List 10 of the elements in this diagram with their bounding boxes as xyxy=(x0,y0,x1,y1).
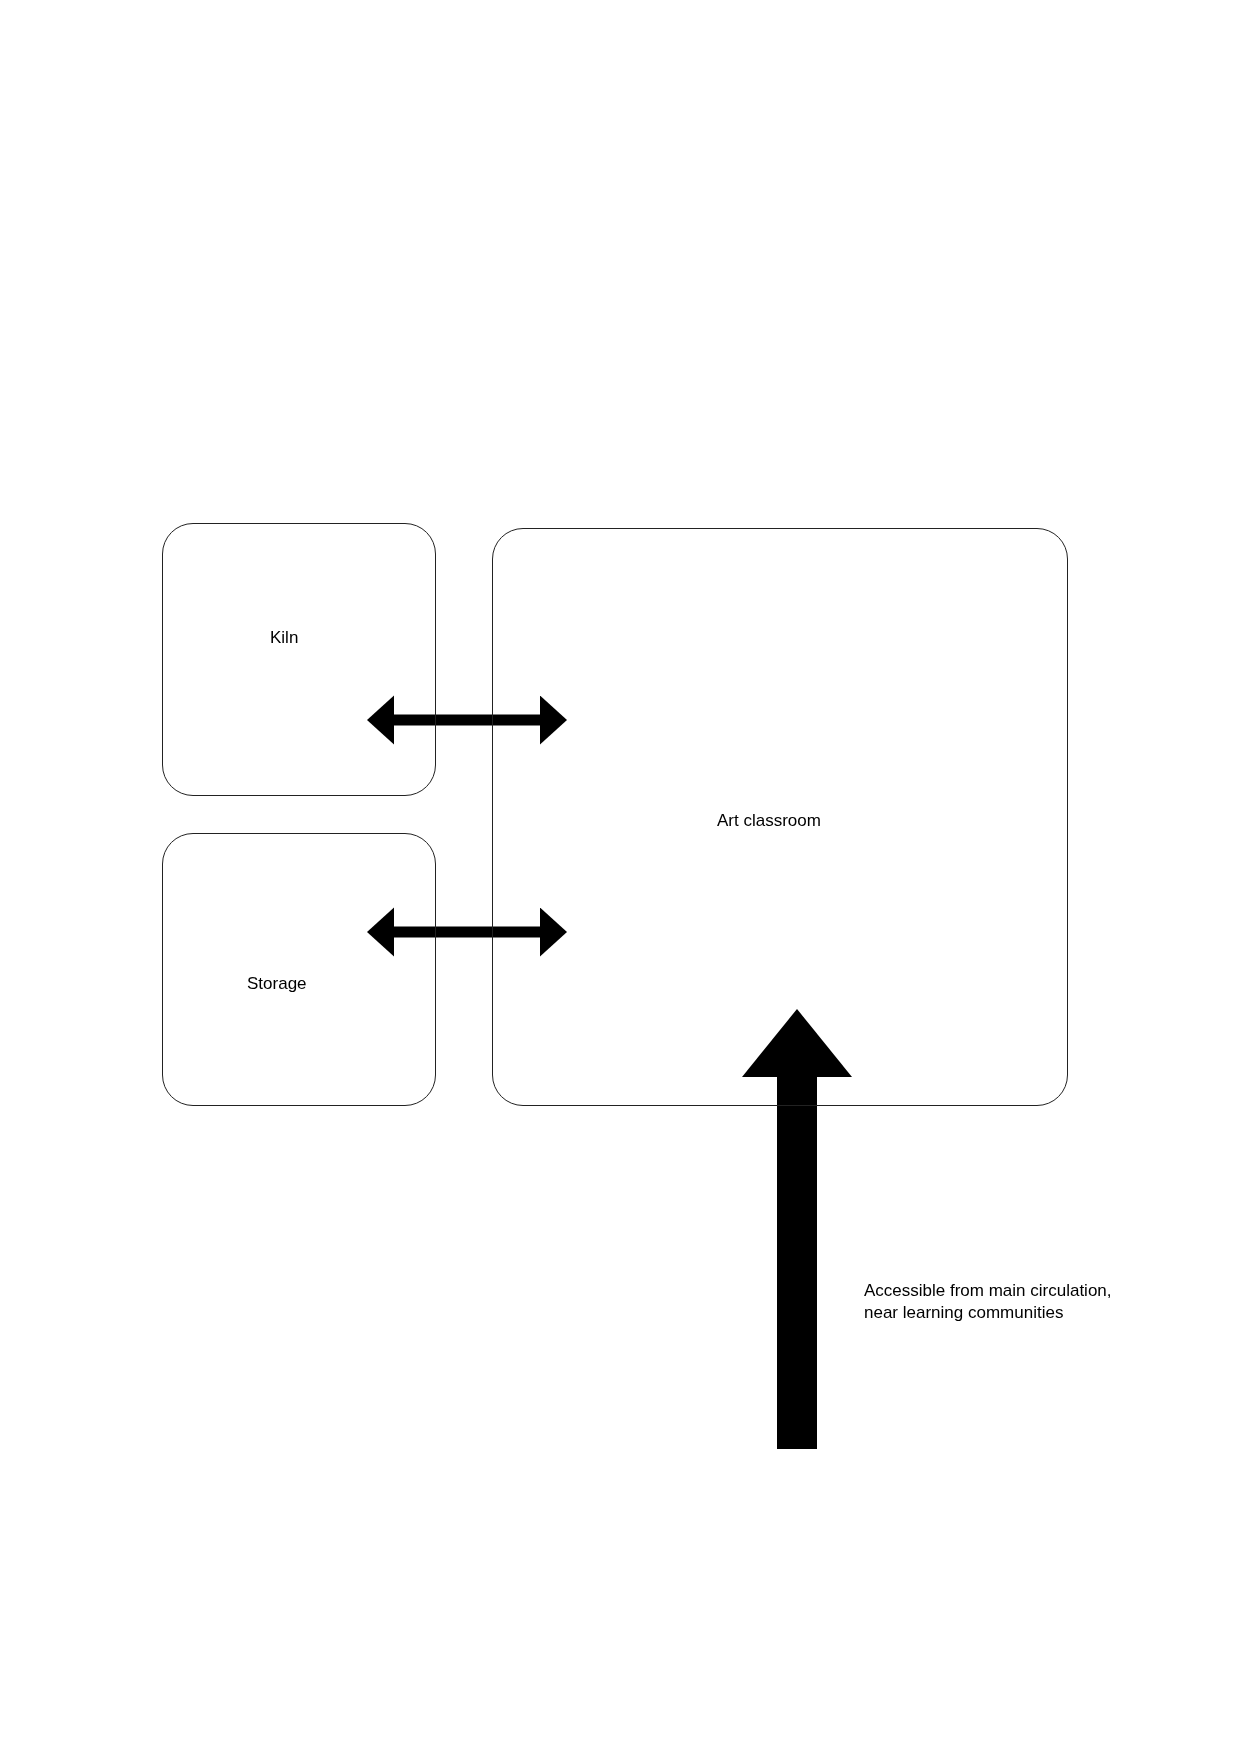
room-name: Storage xyxy=(247,974,307,994)
room-box xyxy=(162,833,436,1106)
arrow xyxy=(742,1009,852,1449)
arrow xyxy=(367,907,567,957)
room-name: Kiln xyxy=(270,628,299,648)
room-box xyxy=(492,528,1068,1106)
arrow xyxy=(367,695,567,745)
room-box xyxy=(162,523,436,796)
note-text: Accessible from main circulation, near learning communities xyxy=(864,1280,1113,1324)
room-name: Art classroom xyxy=(717,811,821,831)
